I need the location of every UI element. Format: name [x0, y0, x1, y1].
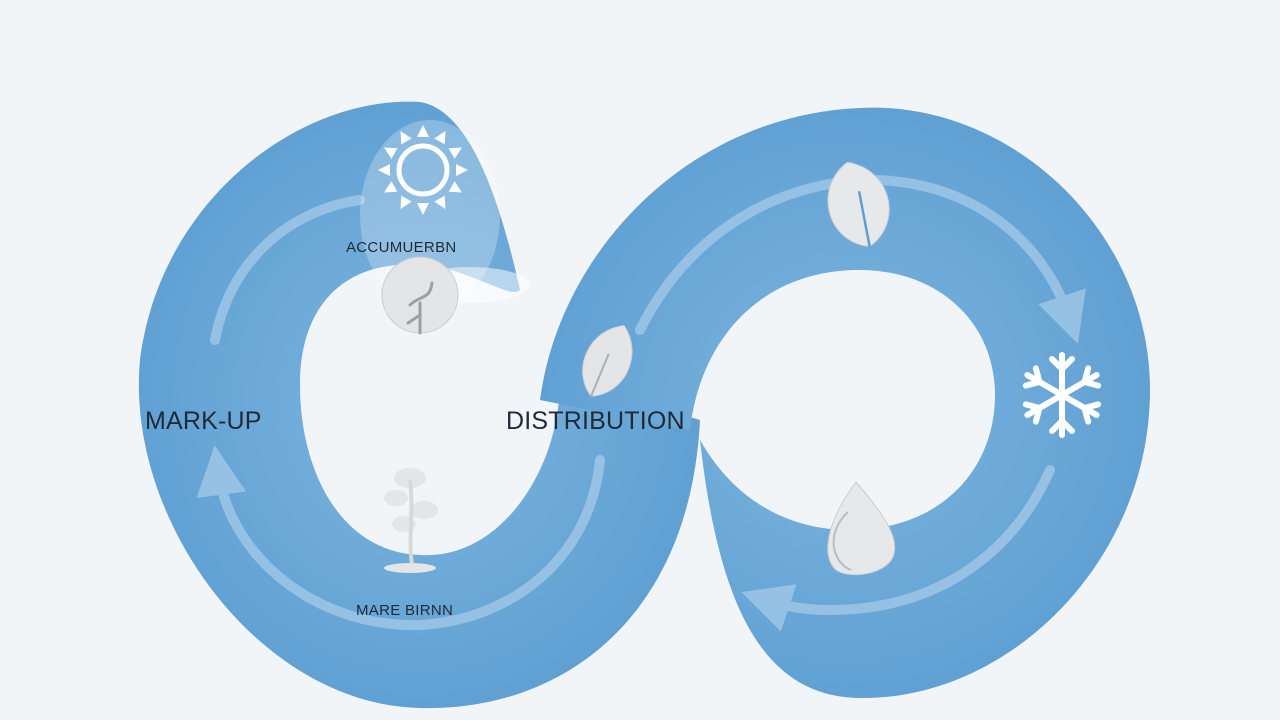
- leaf-icon-center: [582, 325, 633, 397]
- snowflake-icon: [1022, 352, 1102, 438]
- bottom-left-caption: MARE BIRNN: [356, 602, 453, 619]
- left-arrow-lower: [196, 445, 605, 631]
- left-loop: [138, 101, 700, 709]
- water-drop-icon: [827, 481, 896, 576]
- sun-icon: [378, 125, 468, 215]
- seedling-icon: [384, 468, 438, 573]
- top-left-caption: ACCUMUERBN: [346, 239, 457, 256]
- center-stage-label: DISTRIBUTION: [506, 407, 685, 435]
- tree-icon: [381, 256, 459, 335]
- right-arrow-lower: [741, 465, 1055, 632]
- left-stage-label: MARK-UP: [145, 407, 262, 435]
- leaf-icon: [827, 161, 890, 248]
- left-arrow-upper: [210, 195, 365, 345]
- sun-glow: [360, 120, 500, 310]
